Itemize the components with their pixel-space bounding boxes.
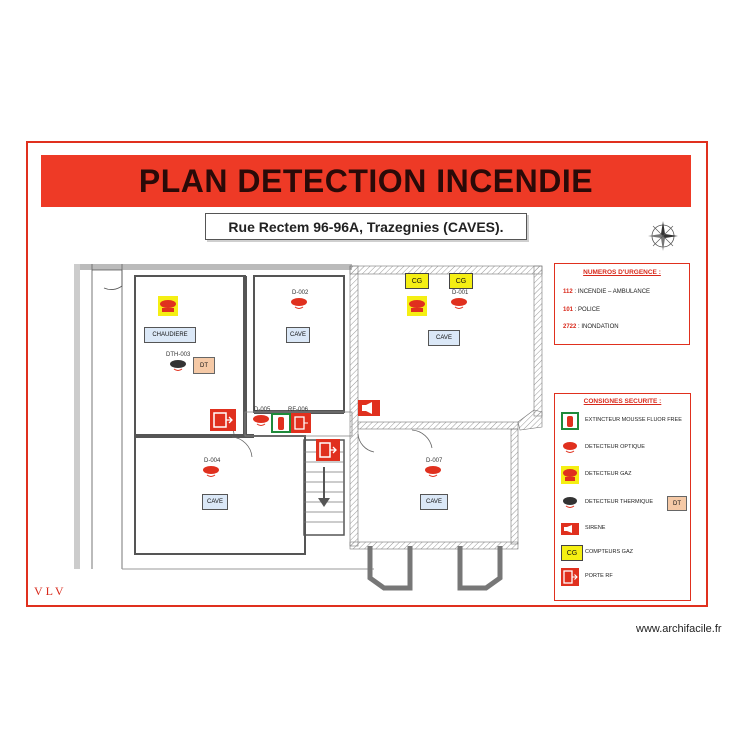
emergency-text: : INCENDIE – AMBULANCE	[574, 289, 651, 295]
emergency-text: : POLICE	[574, 307, 601, 313]
legend-label: PORTE RF	[585, 573, 613, 579]
legend-label: EXTINCTEUR MOUSSE FLUOR FREE	[585, 417, 682, 423]
detector-label: D-002	[292, 290, 309, 296]
gas-meter-tag: CG	[405, 273, 429, 289]
thermal-detector-icon	[563, 497, 577, 508]
fire-door-icon	[561, 568, 579, 586]
fire-door-icon	[291, 413, 311, 433]
room-label-cave-1: CAVE	[286, 327, 310, 343]
detector-label: RF-006	[288, 407, 309, 413]
thermal-detector-icon	[170, 360, 186, 371]
gas-meter-tag: CG	[449, 273, 473, 289]
thermal-detector-tag: DT	[667, 496, 687, 511]
optical-detector-icon	[451, 298, 467, 309]
emergency-title: NUMEROS D'URGENCE :	[583, 269, 661, 276]
emergency-row: 101 : POLICE	[563, 307, 600, 313]
emergency-text: : INONDATION	[578, 324, 619, 330]
compass-icon	[648, 221, 678, 251]
optical-detector-icon	[253, 415, 269, 426]
emergency-number: 2722	[563, 324, 577, 330]
floor-plan: CHAUDIERE CAVE CAVE CAVE CAVE CG CG D-00…	[74, 262, 544, 602]
watermark: www.archifacile.fr	[636, 623, 722, 635]
emergency-row: 112 : INCENDIE – AMBULANCE	[563, 289, 650, 295]
optical-detector-icon	[291, 298, 307, 309]
gas-detector-icon	[561, 466, 579, 484]
room-label-cave-3: CAVE	[202, 494, 228, 510]
security-legend-panel: CONSIGNES SECURITE : EXTINCTEUR MOUSSE F…	[554, 393, 691, 601]
legend-title: CONSIGNES SECURITE :	[583, 398, 662, 405]
detector-label: D-005	[254, 407, 271, 413]
legend-label: COMPTEURS GAZ	[585, 549, 633, 555]
legend-item: DETECTEUR GAZ	[559, 466, 689, 484]
author-initials: VLV	[34, 584, 67, 598]
legend-item: PORTE RF	[559, 568, 689, 586]
fire-door-icon	[316, 439, 340, 461]
room-label-cave-4: CAVE	[420, 494, 448, 510]
legend-item: SIRENE	[559, 520, 689, 538]
foam-extinguisher-icon	[561, 412, 579, 430]
optical-detector-icon	[425, 466, 441, 477]
foam-extinguisher-icon	[271, 413, 291, 433]
siren-icon	[358, 400, 380, 416]
fire-door-icon	[210, 409, 236, 431]
detector-label: D-007	[426, 458, 443, 464]
emergency-numbers-panel: NUMEROS D'URGENCE : 112 : INCENDIE – AMB…	[554, 263, 690, 345]
title-banner: PLAN DETECTION INCENDIE	[41, 155, 691, 207]
legend-label: DETECTEUR THERMIQUE	[585, 499, 654, 505]
emergency-number: 112	[563, 289, 573, 295]
detector-label: D-001	[452, 290, 469, 296]
legend-label: DETECTEUR GAZ	[585, 471, 632, 477]
legend-item: EXTINCTEUR MOUSSE FLUOR FREE	[559, 412, 689, 430]
emergency-number: 101	[563, 307, 574, 313]
room-label-chaudiere: CHAUDIERE	[144, 327, 196, 343]
siren-icon	[561, 523, 579, 535]
detector-label: DTH-003	[166, 352, 191, 358]
address-box: Rue Rectem 96-96A, Trazegnies (CAVES).	[205, 213, 527, 240]
gas-detector-icon	[158, 296, 178, 316]
emergency-row: 2722 : INONDATION	[563, 324, 619, 330]
optical-detector-icon	[563, 442, 577, 453]
thermal-detector-tag: DT	[193, 357, 215, 374]
legend-item: CG COMPTEURS GAZ	[559, 544, 689, 562]
room-label-cave-2: CAVE	[428, 330, 460, 346]
legend-item: DETECTEUR THERMIQUE DT	[559, 494, 689, 512]
floor-plan-walls	[74, 264, 543, 591]
legend-item: DETECTEUR OPTIQUE	[559, 439, 689, 457]
gas-detector-icon	[407, 296, 427, 316]
gas-meter-icon: CG	[561, 545, 583, 561]
page-title: PLAN DETECTION INCENDIE	[138, 162, 594, 199]
legend-label: DETECTEUR OPTIQUE	[585, 444, 645, 450]
legend-label: SIRENE	[585, 525, 606, 531]
optical-detector-icon	[203, 466, 219, 477]
detector-label: D-004	[204, 458, 221, 464]
